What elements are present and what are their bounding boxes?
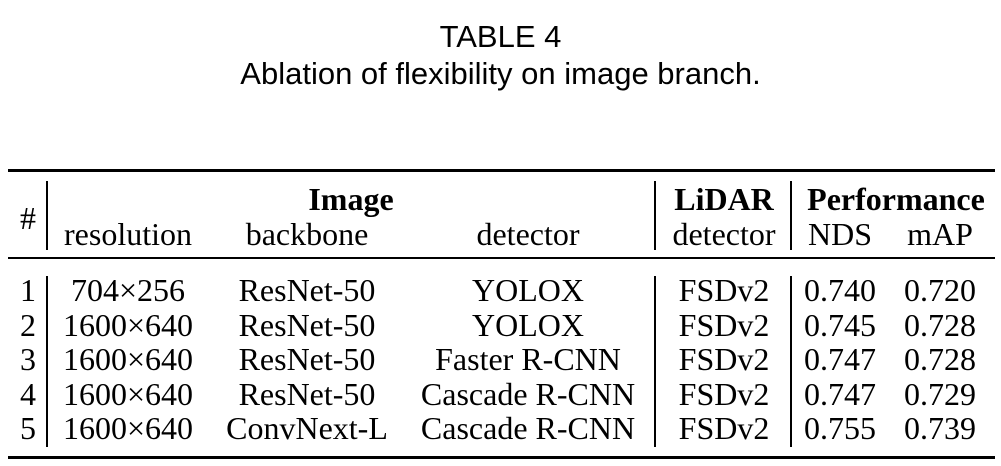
table-cell: ConvNext-L xyxy=(226,410,388,446)
table-cell: 1600×640 xyxy=(62,306,194,343)
table-cell: 4 xyxy=(20,375,36,412)
table-caption-title: Ablation of flexibility on image branch. xyxy=(240,56,761,91)
table-cell: 0.728 xyxy=(904,341,976,377)
table-cell: 1 xyxy=(20,272,36,308)
table-cell: ResNet-50 xyxy=(238,375,376,412)
table-row: 4 1600×640 ResNet-50 Cascade R-CNN FSDv2… xyxy=(0,377,1001,411)
table-cell: Cascade R-CNN xyxy=(420,375,636,412)
column-divider xyxy=(46,181,48,250)
header-group-row: Image LiDAR Performance xyxy=(0,182,1001,216)
header-backbone: backbone xyxy=(245,216,369,252)
table-cell: FSDv2 xyxy=(678,306,770,343)
table-cell: 2 xyxy=(20,306,36,343)
table-cell: ResNet-50 xyxy=(238,341,376,377)
bottom-rule xyxy=(8,456,995,459)
table-cell: FSDv2 xyxy=(678,410,770,446)
table-cell: 0.755 xyxy=(804,410,876,446)
header-nds: NDS xyxy=(807,216,872,252)
table-row: 1 704×256 ResNet-50 YOLOX FSDv2 0.740 0.… xyxy=(0,273,1001,307)
table-cell: YOLOX xyxy=(472,272,584,308)
table-cell: 0.720 xyxy=(904,272,976,308)
table-cell: 0.747 xyxy=(804,375,876,412)
table-cell: 5 xyxy=(20,410,36,446)
table-cell: FSDv2 xyxy=(678,272,770,308)
table-caption-label: TABLE 4 xyxy=(439,19,562,54)
column-divider xyxy=(46,276,48,447)
column-divider xyxy=(654,276,656,447)
column-divider xyxy=(790,181,792,250)
table-cell: Cascade R-CNN xyxy=(420,410,636,446)
mid-rule xyxy=(8,257,995,259)
table-cell: Faster R-CNN xyxy=(435,341,621,377)
top-rule xyxy=(8,169,995,172)
header-group-performance: Performance xyxy=(807,181,985,217)
header-resolution: resolution xyxy=(64,216,192,252)
table-cell: 1600×640 xyxy=(62,410,194,446)
table-cell: 0.739 xyxy=(904,410,976,446)
table-cell: ResNet-50 xyxy=(238,272,376,308)
table-cell: FSDv2 xyxy=(678,375,770,412)
header-lidar-detector: detector xyxy=(672,216,776,252)
column-divider xyxy=(790,276,792,447)
table-cell: 0.740 xyxy=(804,272,876,308)
column-divider xyxy=(654,181,656,250)
header-index: # xyxy=(20,200,36,236)
header-group-image: Image xyxy=(308,181,394,217)
table-cell: 0.729 xyxy=(904,375,976,412)
header-image-detector: detector xyxy=(476,216,580,252)
table-cell: ResNet-50 xyxy=(238,306,376,343)
table-cell: 0.747 xyxy=(804,341,876,377)
table-row: 3 1600×640 ResNet-50 Faster R-CNN FSDv2 … xyxy=(0,342,1001,376)
table-cell: 1600×640 xyxy=(62,341,194,377)
header-map: mAP xyxy=(907,216,973,252)
table-cell: 3 xyxy=(20,341,36,377)
header-group-lidar: LiDAR xyxy=(674,181,774,217)
table-cell: 0.745 xyxy=(804,306,876,343)
table-cell: YOLOX xyxy=(472,306,584,343)
table-row: 2 1600×640 ResNet-50 YOLOX FSDv2 0.745 0… xyxy=(0,308,1001,342)
table-cell: 704×256 xyxy=(70,272,186,308)
table-cell: 0.728 xyxy=(904,306,976,343)
header-column-row: resolution backbone detector detector ND… xyxy=(0,217,1001,251)
table-cell: FSDv2 xyxy=(678,341,770,377)
table-cell: 1600×640 xyxy=(62,375,194,412)
table-row: 5 1600×640 ConvNext-L Cascade R-CNN FSDv… xyxy=(0,411,1001,445)
